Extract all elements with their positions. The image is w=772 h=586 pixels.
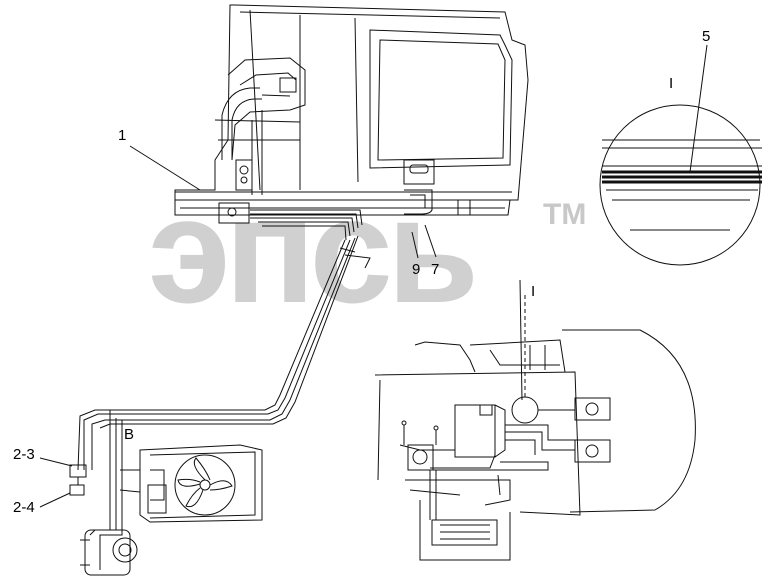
detail-circle-i (599, 44, 762, 266)
watermark-trademark: TM (543, 198, 587, 231)
lower-left-assembly (39, 410, 263, 576)
callout-7: 7 (431, 261, 440, 278)
cab-body (174, 4, 529, 216)
detail-label-top: I (669, 75, 674, 92)
under-cab-piping (77, 145, 437, 471)
callout-9: 9 (412, 261, 421, 278)
callout-2-4: 2-4 (13, 499, 35, 516)
callout-b: B (124, 426, 135, 443)
callout-1: 1 (118, 127, 127, 144)
callout-2-3: 2-3 (13, 446, 35, 463)
detail-label-bottom: I (531, 283, 536, 300)
callout-5: 5 (702, 28, 711, 45)
chassis-assembly (374, 279, 696, 561)
